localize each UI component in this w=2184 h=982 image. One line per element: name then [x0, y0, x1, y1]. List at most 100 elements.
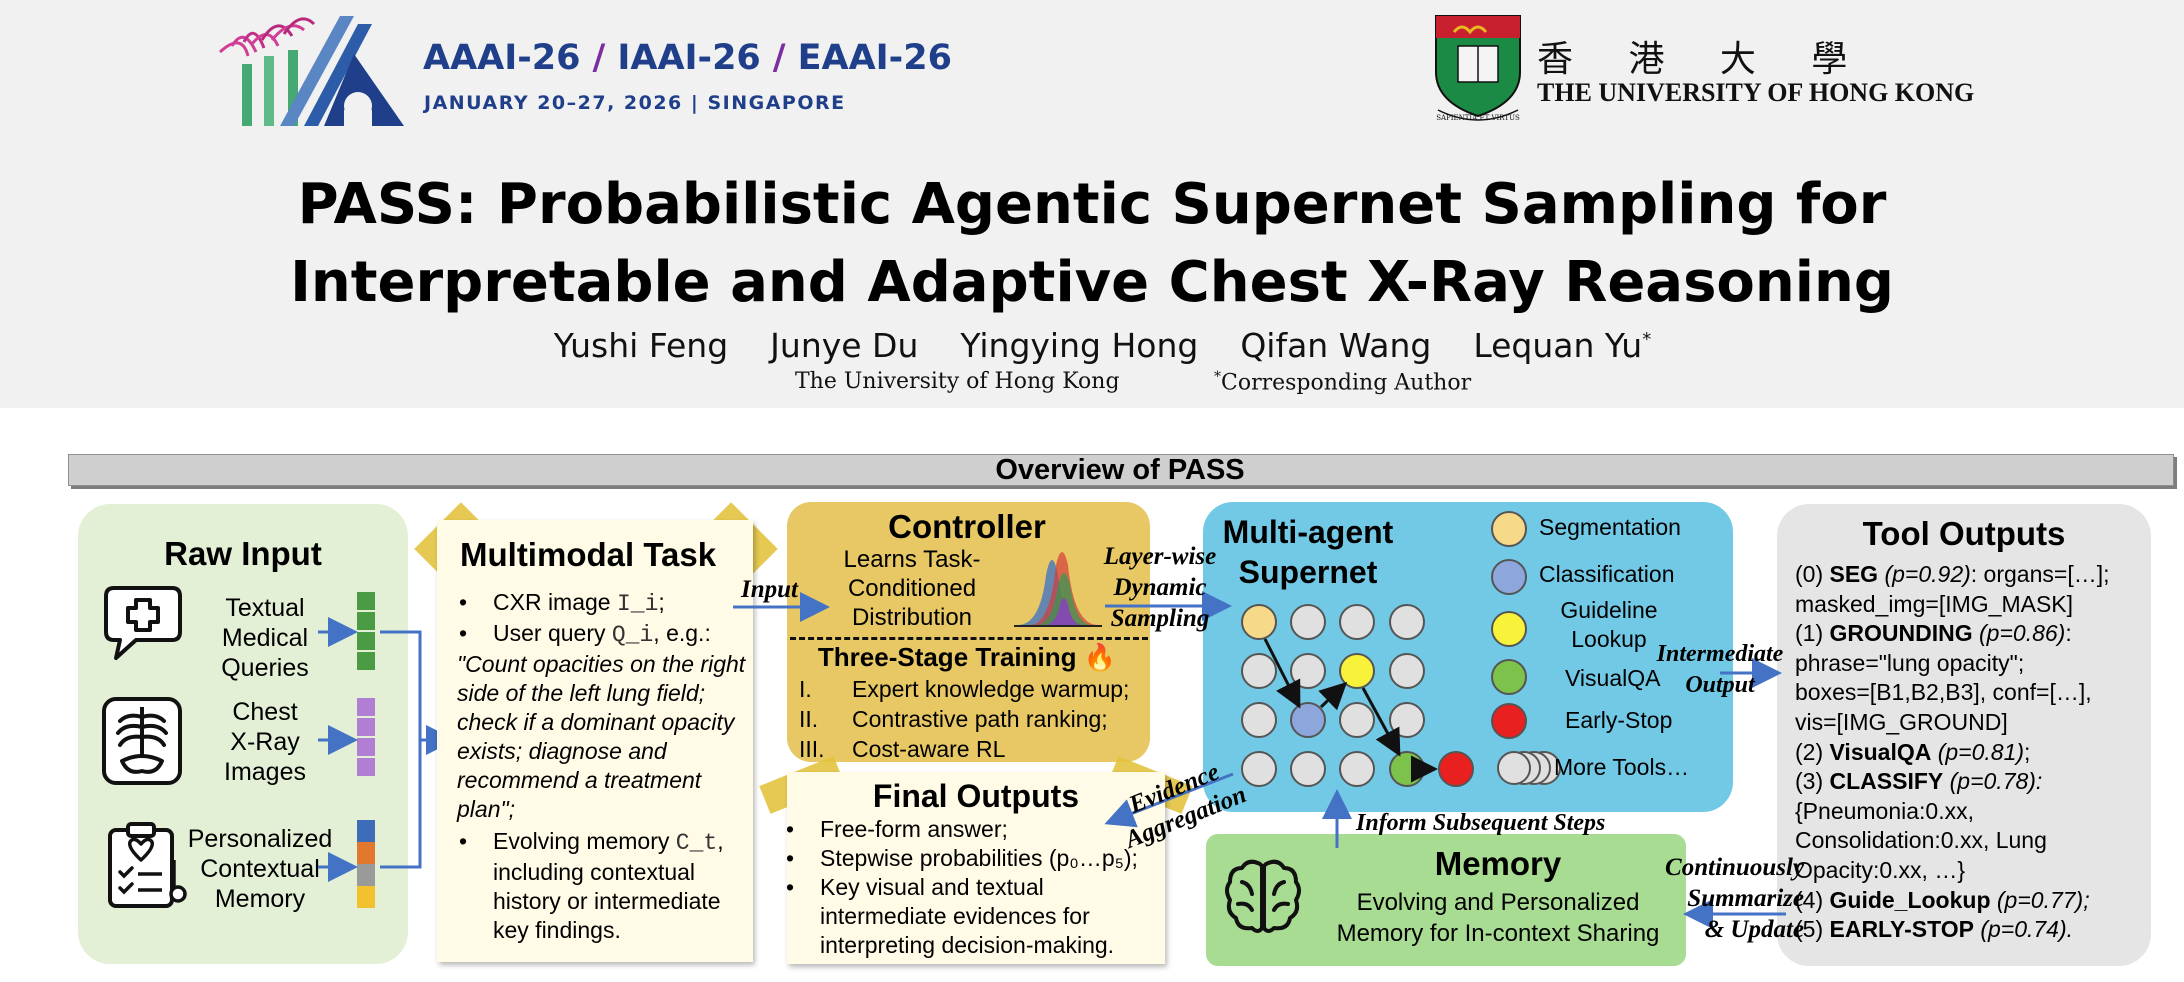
final-outputs-list: •Free-form answer; •Stepwise probabiliti…: [784, 815, 1164, 960]
tool-output-line: (4) Guide_Lookup (p=0.77);: [1795, 886, 2145, 916]
conference-logo: [218, 16, 404, 126]
tool-output-segment: (p=0.81): [1931, 738, 2025, 765]
conference-separator: /: [772, 38, 786, 78]
supernet-node-classification: [1290, 702, 1326, 738]
tool-output-segment: (2): [1795, 738, 1830, 765]
memory-panel: [1206, 834, 1686, 966]
overview-bar: [68, 454, 2174, 486]
raw-input-label-queries: Textual Medical Queries: [221, 594, 309, 682]
memory-description: Evolving and Personalized Memory for In-…: [1336, 889, 1660, 947]
tool-output-segment: boxes=[B1,B2,B3], conf=[…],: [1795, 679, 2092, 706]
final-outputs-title: Final Outputs: [872, 778, 1080, 814]
distribution-curves-icon: [1014, 552, 1102, 627]
tool-output-segment: Consolidation:0.xx, Lung: [1795, 827, 2047, 854]
evidence-aggregation-arrow: [1104, 772, 1234, 828]
tool-output-line: boxes=[B1,B2,B3], conf=[…],: [1795, 678, 2145, 708]
author-name: Yushi Feng: [553, 326, 729, 365]
paper-title-line-2: Interpretable and Adaptive Chest X-Ray R…: [290, 250, 1894, 315]
controller-title: Controller: [888, 508, 1046, 545]
supernet-node-early-stop: [1438, 751, 1474, 787]
legend-early-stop: Early-Stop: [1565, 707, 1673, 733]
tool-output-segment: (5): [1795, 916, 1830, 943]
label-input: Input: [741, 576, 798, 603]
legend-segmentation: Segmentation: [1539, 514, 1681, 540]
tool-output-segment: (p=0.92): [1878, 561, 1971, 587]
tool-output-line: (0) SEG (p=0.92): organs=[…];: [1795, 560, 2145, 590]
supernet-node: [1241, 751, 1277, 787]
tool-output-segment: {Pneumonia:0.xx,: [1795, 797, 1975, 824]
task-bullet-cxr: •CXR image I_i;: [459, 589, 665, 617]
controller-description: Learns Task- Conditioned Distribution: [843, 546, 981, 631]
supernet-legend-swatches: [1491, 511, 1527, 739]
label-inform-steps: Inform Subsequent Steps: [1356, 810, 1606, 836]
tool-outputs-list: (0) SEG (p=0.92): organs=[…];masked_img=…: [1795, 560, 2145, 945]
supernet-graph: [1241, 511, 1561, 787]
tool-output-segment: : organs=[…];: [1970, 561, 2110, 587]
raw-input-title: Raw Input: [164, 535, 322, 572]
corresponding-author-note: *Corresponding Author: [1214, 369, 1472, 396]
multimodal-task-note: [437, 520, 753, 962]
tool-output-line: Opacity:0.xx, …}: [1795, 856, 2145, 886]
training-stages: I.Expert knowledge warmup; II.Contrastiv…: [799, 674, 1144, 764]
final-output-item: •Free-form answer;: [786, 816, 1008, 842]
supernet-node-guideline: [1339, 653, 1375, 689]
supernet-node: [1290, 751, 1326, 787]
tool-output-segment: EARLY-STOP: [1829, 916, 1974, 943]
tool-output-segment: (1): [1795, 620, 1830, 647]
corresponding-mark: *: [1642, 329, 1652, 350]
tool-output-segment: SEG: [1829, 561, 1879, 587]
final-output-item: •Key visual and textual intermediate evi…: [786, 874, 1115, 958]
tool-output-segment: Opacity:0.xx, …}: [1795, 856, 1966, 883]
tool-output-segment: (p=0.78):: [1943, 768, 2043, 795]
affiliation: The University of Hong Kong: [795, 369, 1120, 394]
supernet-node: [1389, 653, 1425, 689]
text-token-stack: [357, 592, 375, 670]
task-bullet-memory: •Evolving memory C_t, including contextu…: [459, 828, 724, 943]
tool-output-segment: ;: [2024, 738, 2031, 765]
multimodal-task-body: •CXR image I_i; •User query Q_i, e.g.: "…: [457, 588, 747, 945]
crest-motto: SAPIENTIA ET VIRTUS: [1436, 114, 1520, 122]
conference-name-eaai: EAAI-26: [797, 38, 952, 78]
label-summarize-update: Continuously Summarize & Update: [1665, 854, 1804, 943]
tool-output-line: Consolidation:0.xx, Lung: [1795, 826, 2145, 856]
training-stage-3: III.Cost-aware RL: [799, 736, 1006, 762]
conference-name-iaai: IAAI-26: [617, 38, 761, 78]
supernet-node: [1389, 604, 1425, 640]
conference-names: AAAI-26/IAAI-26/EAAI-26: [423, 38, 952, 78]
supernet-node: [1339, 604, 1375, 640]
legend-classification: Classification: [1539, 561, 1675, 587]
tool-output-segment: GROUNDING: [1829, 620, 1973, 647]
tool-output-line: vis=[IMG_GROUND]: [1795, 708, 2145, 738]
university-name-english: THE UNIVERSITY OF HONG KONG: [1537, 78, 1975, 107]
multimodal-task-title: Multimodal Task: [460, 536, 717, 573]
tool-output-segment: vis=[IMG_GROUND]: [1795, 708, 2008, 735]
tool-output-segment: (p=0.77);: [1990, 886, 2090, 913]
tool-output-segment: (p=0.74).: [1973, 916, 2074, 943]
tool-output-segment: (3): [1795, 768, 1830, 795]
tool-output-line: (3) CLASSIFY (p=0.78):: [1795, 767, 2145, 797]
controller-divider: [790, 637, 1148, 640]
supernet-node-segmentation: [1241, 604, 1277, 640]
training-stage-1: I.Expert knowledge warmup;: [799, 676, 1130, 702]
tool-output-segment: (0): [1795, 561, 1830, 587]
supernet-node: [1290, 604, 1326, 640]
author-name: Yingying Hong: [960, 326, 1199, 365]
university-crest: SAPIENTIA ET VIRTUS: [1435, 15, 1521, 122]
tool-outputs-title: Tool Outputs: [1862, 515, 2066, 552]
tool-output-segment: (p=0.86): [1972, 620, 2066, 647]
raw-input-label-images: Chest X-Ray Images: [224, 698, 306, 786]
conference-name-aaai: AAAI-26: [423, 38, 581, 78]
author-name: Lequan Yu: [1473, 326, 1643, 365]
supernet-node: [1241, 653, 1277, 689]
raw-input-token-stack: [318, 592, 456, 908]
image-token-stack: [357, 698, 375, 776]
tool-output-line: phrase="lung opacity";: [1795, 649, 2145, 679]
brain-icon: [1225, 859, 1301, 933]
tool-outputs-panel: [1777, 504, 2151, 966]
tool-output-segment: masked_img=[IMG_MASK]: [1795, 590, 2074, 617]
university-name-chinese: 香 港 大 學: [1537, 39, 1870, 80]
memory-title: Memory: [1434, 845, 1562, 882]
supernet-node: [1339, 751, 1375, 787]
label-intermediate-output: Intermediate Output: [1656, 641, 1784, 698]
